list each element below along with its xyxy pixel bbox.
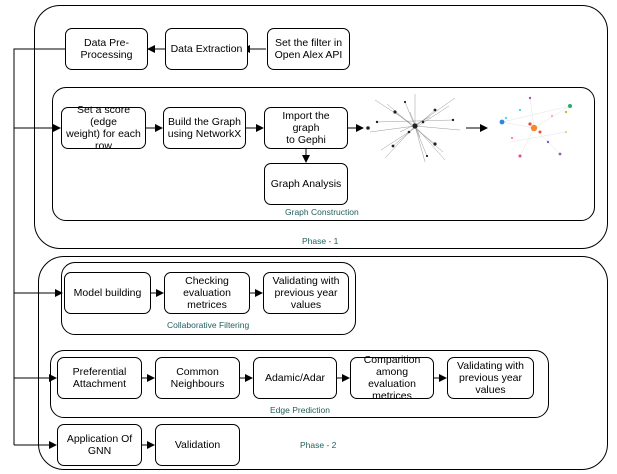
graph-construction-caption: Graph Construction (285, 207, 359, 217)
edge-prediction-group (50, 350, 549, 418)
data-extraction-box: Data Extraction (165, 28, 248, 70)
set-score-box: Set a score (edge weight) for each row (61, 104, 146, 152)
edge-prediction-caption: Edge Prediction (270, 405, 331, 415)
checking-metrics-box: Checking evaluation metrices (164, 272, 250, 314)
validating-previous-year-box: Validating with previous year values (263, 272, 349, 314)
adamic-adar-box: Adamic/Adar (253, 357, 337, 399)
set-filter-box: Set the filter in Open Alex API (267, 28, 350, 70)
validation-box: Validation (155, 424, 240, 466)
application-of-gnn-box: Application Of GNN (57, 424, 142, 466)
comparition-metrics-box: Comparition among evaluation metrices (350, 354, 434, 402)
edge-validating-previous-year-box: Validating with previous year values (447, 357, 534, 399)
preferential-attachment-box: Preferential Attachment (57, 357, 142, 399)
collaborative-filtering-caption: Collaborative Filtering (167, 320, 250, 330)
phase-1-container (34, 5, 608, 249)
data-preprocessing-box: Data Pre- Processing (65, 28, 148, 70)
graph-analysis-box: Graph Analysis (264, 163, 348, 205)
network-graph-grayscale-image (366, 94, 461, 163)
build-graph-box: Build the Graph using NetworkX (163, 107, 246, 149)
spine-line (13, 48, 65, 445)
network-graph-colored-image (499, 96, 572, 158)
phase-1-label: Phase - 1 (302, 236, 339, 246)
import-gephi-box: Import the graph to Gephi (264, 107, 348, 149)
common-neighbours-box: Common Neighbours (155, 357, 240, 399)
phase-2-container (38, 256, 608, 470)
phase-2-label: Phase - 2 (300, 440, 337, 450)
graph-construction-group (52, 87, 595, 221)
model-building-box: Model building (64, 272, 151, 314)
collaborative-filtering-group (61, 262, 356, 335)
